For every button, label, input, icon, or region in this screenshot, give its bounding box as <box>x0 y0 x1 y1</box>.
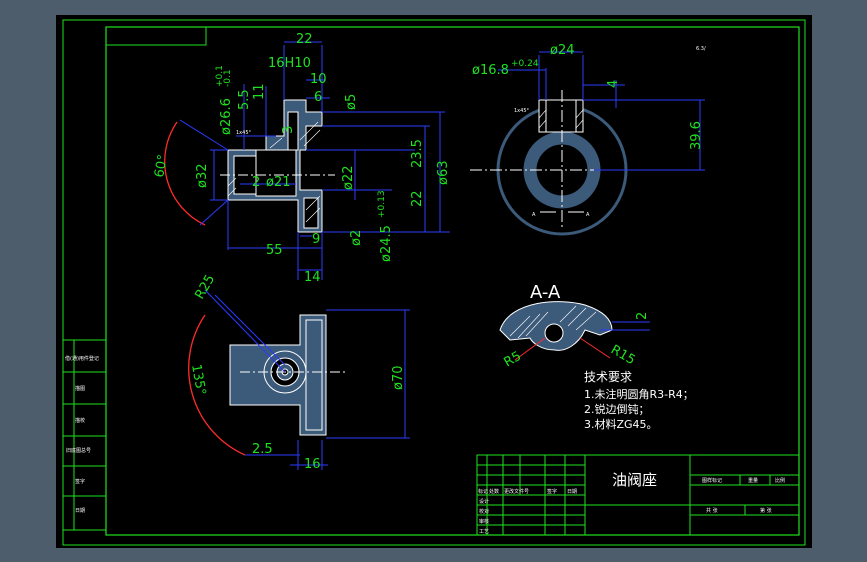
section-mark-left: A <box>532 212 536 218</box>
dim-o63: ø63 <box>436 161 451 186</box>
code-box <box>105 26 207 46</box>
rev-h3: 签字 <box>547 488 557 495</box>
left-stamp-column <box>62 339 107 531</box>
dim-o21: ø21 <box>266 175 291 190</box>
dim-2: 2 <box>252 175 260 190</box>
rev-h0: 标记 <box>478 488 488 495</box>
dim-o26-tol-low: -0.1 <box>223 69 233 87</box>
dim-60deg: 60° <box>152 153 171 178</box>
rev-r1: 校对 <box>479 508 489 515</box>
rev-r2: 审核 <box>479 518 489 525</box>
dim-o26-6: ø26.6 <box>219 98 234 135</box>
dim-o22: ø22 <box>341 166 356 191</box>
inner-frame <box>105 26 800 536</box>
tech-heading: 技术要求 <box>584 370 632 384</box>
dim-16: 16 <box>304 457 321 472</box>
rev-h1: 处数 <box>489 488 499 495</box>
label-borrow: 借(通)用件登记 <box>65 355 99 362</box>
dim-o24-5: ø24.5 <box>379 225 394 262</box>
side-view: A A ø24 ø16.8 +0.24 4 39.6 1x45° <box>470 43 705 236</box>
chamfer-front: 1x45° <box>236 130 252 136</box>
label-sign: 签字 <box>75 478 85 485</box>
dim-135deg: 135° <box>188 363 208 396</box>
tb-label-4: 第 张 <box>760 507 772 514</box>
rev-r0: 设计 <box>479 498 489 505</box>
label-check: 描校 <box>75 417 85 424</box>
dim-5-5: 5.5 <box>237 89 252 110</box>
dim-1-1: 11 <box>252 83 267 100</box>
label-old: 旧底图总号 <box>66 447 91 454</box>
tb-label-1: 重量 <box>748 477 758 484</box>
section-mark-right: A <box>586 212 590 218</box>
dim-39-6: 39.6 <box>689 121 704 150</box>
label-date: 日期 <box>75 508 85 514</box>
front-view: 22 16H10 10 6 5.5 11 ø5 ø26.6 +0.1 -0.1 … <box>152 32 451 285</box>
drawing-sheet <box>56 15 812 548</box>
tb-label-0: 图样标记 <box>702 477 722 484</box>
dim-4: 4 <box>606 80 621 88</box>
dim-o16-8-tol: +0.24 <box>511 59 539 69</box>
tech-item-2: 2.锐边倒钝； <box>584 402 650 416</box>
dim-2-section: 2 <box>635 312 650 320</box>
left-column-labels: 借(通)用件登记 描图 描校 旧底图总号 签字 日期 <box>65 355 99 514</box>
chamfer-side: 1x45° <box>514 108 530 114</box>
section-title: A-A <box>530 282 561 303</box>
outer-border <box>62 19 806 546</box>
part-name: 油阀座 <box>612 471 657 489</box>
dim-o24: ø24 <box>550 43 575 58</box>
dim-23-5: 23.5 <box>410 139 425 168</box>
dim-o2: ø2 <box>349 230 364 246</box>
dim-o16-8: ø16.8 <box>472 63 509 78</box>
title-block <box>476 454 800 536</box>
dim-22b: 22 <box>410 190 425 207</box>
dim-o70: ø70 <box>391 366 406 391</box>
dim-o26-tol-up: +0.1 <box>215 65 225 87</box>
tech-item-3: 3.材料ZG45。 <box>584 417 658 431</box>
dim-o5: ø5 <box>344 94 359 110</box>
dim-16h10: 16H10 <box>268 56 311 71</box>
dim-2-5: 2.5 <box>252 442 273 457</box>
dim-6: 6 <box>314 90 322 105</box>
dim-o24-5-tol: +0.13 <box>377 190 387 218</box>
rev-h4: 日期 <box>567 489 577 495</box>
label-trace: 描图 <box>75 385 85 392</box>
surface-mark-global: 6.3/ <box>696 46 706 52</box>
dim-o32: ø32 <box>195 164 210 189</box>
dim-r5: R5 <box>502 349 524 371</box>
dim-22: 22 <box>296 32 313 47</box>
top-view: R25 135° ø70 2.5 16 <box>188 272 410 472</box>
rev-r3: 工艺 <box>479 529 489 535</box>
tb-label-2: 比例 <box>775 477 785 484</box>
dim-9: 9 <box>312 232 320 247</box>
dim-55: 55 <box>266 243 283 258</box>
tb-label-3: 共 张 <box>706 507 718 514</box>
dim-14: 14 <box>304 270 321 285</box>
tech-item-1: 1.未注明圆角R3-R4； <box>584 387 694 401</box>
rev-h2: 更改文件号 <box>504 488 529 495</box>
dim-10: 10 <box>310 72 327 87</box>
technical-requirements: 技术要求 1.未注明圆角R3-R4； 2.锐边倒钝； 3.材料ZG45。 <box>584 370 694 431</box>
dim-3: 3 <box>281 126 296 134</box>
